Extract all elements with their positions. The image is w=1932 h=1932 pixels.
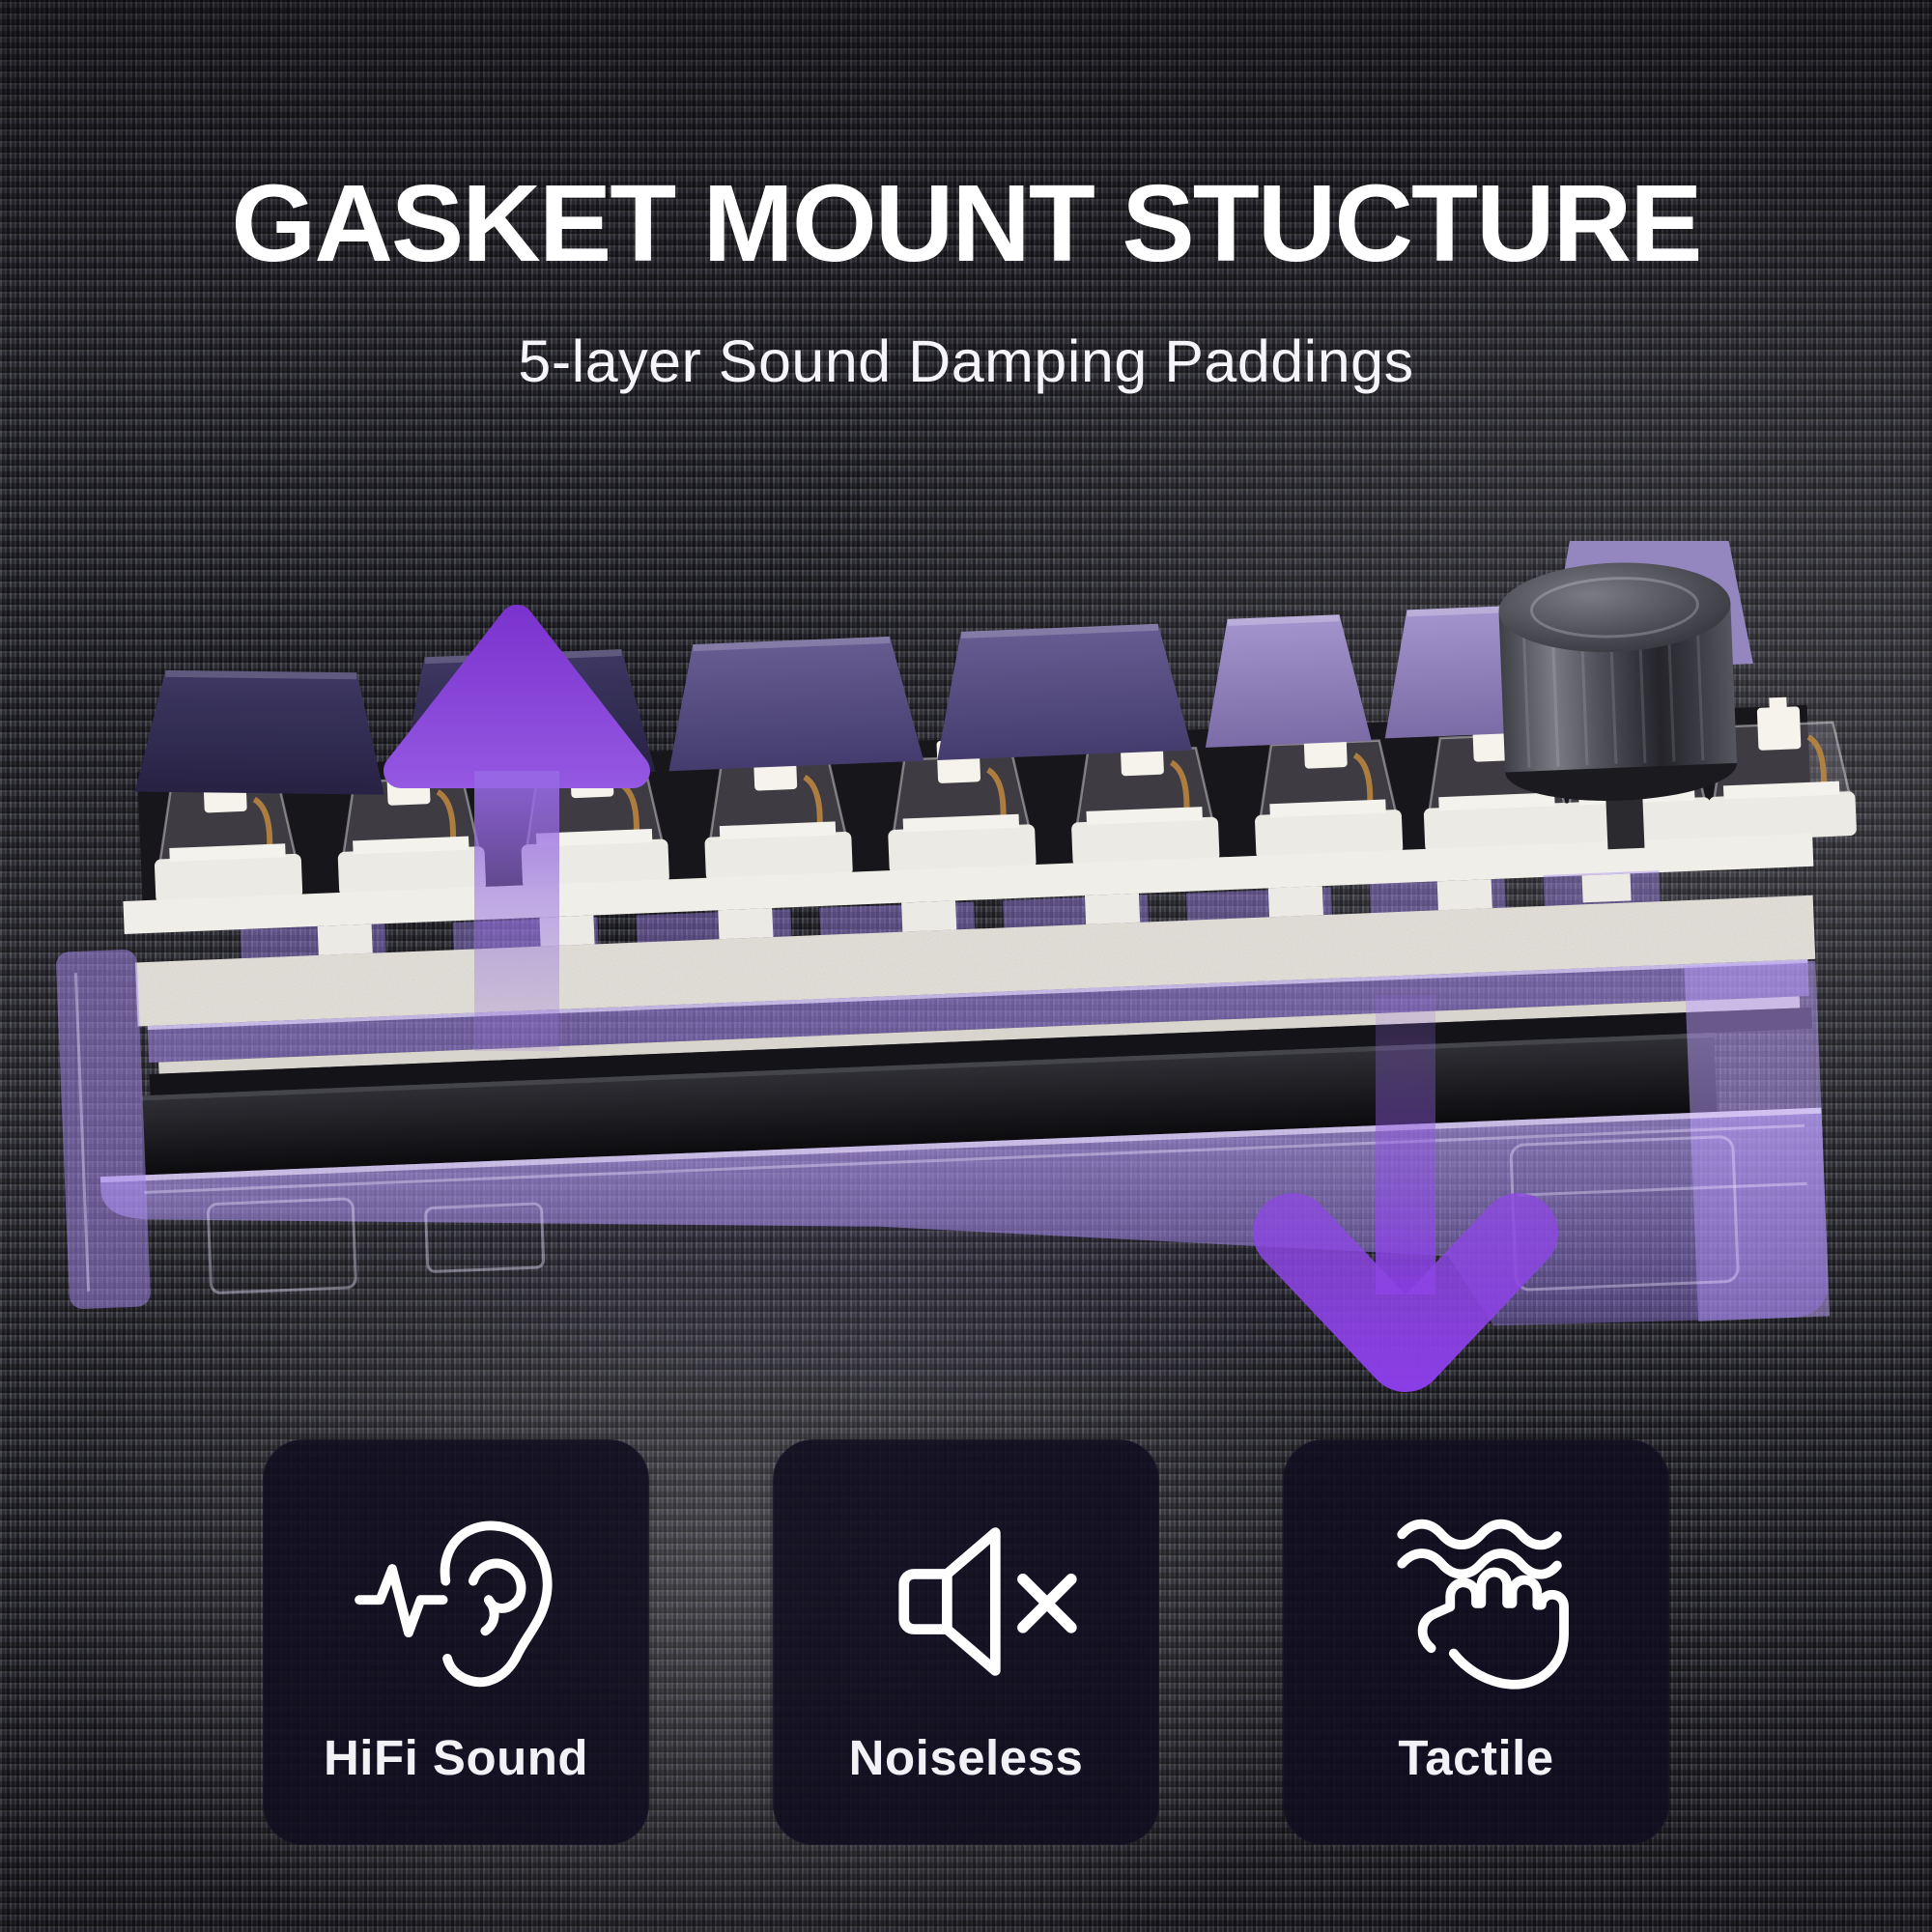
volume-knob (1498, 562, 1738, 850)
keyboard-illustration (56, 541, 1932, 1392)
feature-cards: HiFi Sound Noiseless Tactile (263, 1439, 1669, 1845)
feature-label: Tactile (1398, 1730, 1554, 1785)
feature-card-hifi-sound: HiFi Sound (263, 1439, 649, 1845)
keyboard-cross-section-image (0, 541, 1932, 1430)
keycap-row (134, 605, 1555, 795)
feature-card-noiseless: Noiseless (773, 1439, 1159, 1845)
page-title: GASKET MOUNT STUCTURE (231, 162, 1702, 284)
lift-up-arrow-icon (384, 605, 650, 1051)
feature-label: HiFi Sound (323, 1730, 589, 1785)
hand-vibration-icon (1364, 1490, 1588, 1714)
damping-down-arrow-icon (1253, 995, 1558, 1392)
ear-soundwave-icon (344, 1490, 568, 1714)
keyboard-body (56, 541, 1876, 1326)
feature-label: Noiseless (848, 1730, 1084, 1785)
feature-card-tactile: Tactile (1283, 1439, 1669, 1845)
muted-speaker-icon (854, 1490, 1078, 1714)
page-subtitle: 5-layer Sound Damping Paddings (518, 328, 1414, 394)
